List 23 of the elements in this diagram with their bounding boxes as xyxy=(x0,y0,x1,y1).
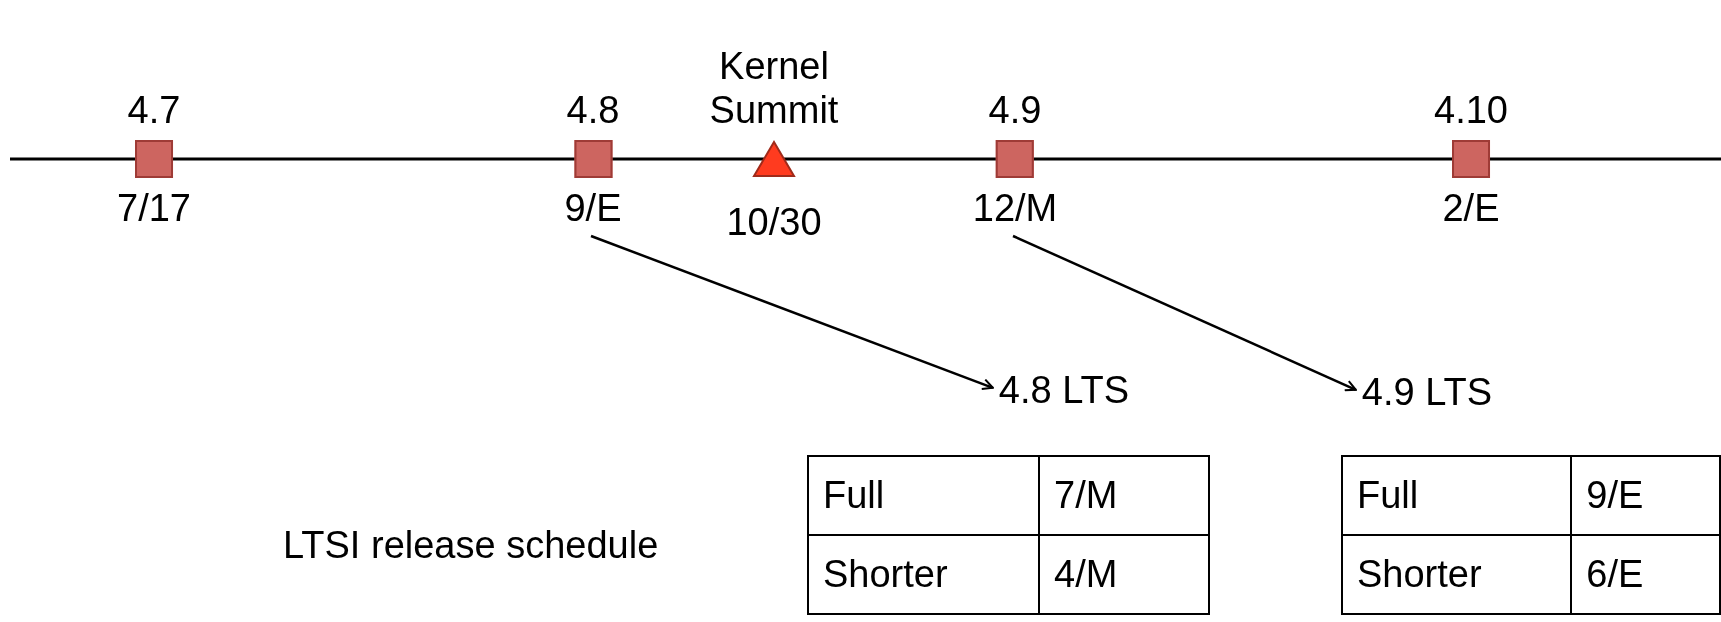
table-cell: Full xyxy=(808,456,1039,535)
table-cell: 4/M xyxy=(1039,535,1209,614)
version-label: 4.8 xyxy=(566,88,620,132)
table-cell: 7/M xyxy=(1039,456,1209,535)
table-cell: 9/E xyxy=(1571,456,1720,535)
date-label: 7/17 xyxy=(117,186,191,230)
date-label: 12/M xyxy=(972,186,1058,230)
date-label: 2/E xyxy=(1442,186,1500,230)
version-label: 4.9 xyxy=(988,88,1042,132)
table-cell: Shorter xyxy=(1342,535,1572,614)
table-cell: 6/E xyxy=(1571,535,1720,614)
release-label: 4.9 LTS xyxy=(1361,370,1493,414)
table-cell: Shorter xyxy=(808,535,1039,614)
arrow xyxy=(590,234,994,390)
release-label: 4.8 LTS xyxy=(998,368,1130,412)
date-label: 9/E xyxy=(564,186,622,230)
version-label: 4.7 xyxy=(127,88,181,132)
table-cell: Full xyxy=(1342,456,1572,535)
caption-text: LTSI release schedule xyxy=(283,523,659,567)
event-label: Kernel Summit xyxy=(708,44,840,132)
date-label: 10/30 xyxy=(726,200,822,244)
arrow xyxy=(1012,234,1357,392)
version-label: 4.10 xyxy=(1434,88,1508,132)
